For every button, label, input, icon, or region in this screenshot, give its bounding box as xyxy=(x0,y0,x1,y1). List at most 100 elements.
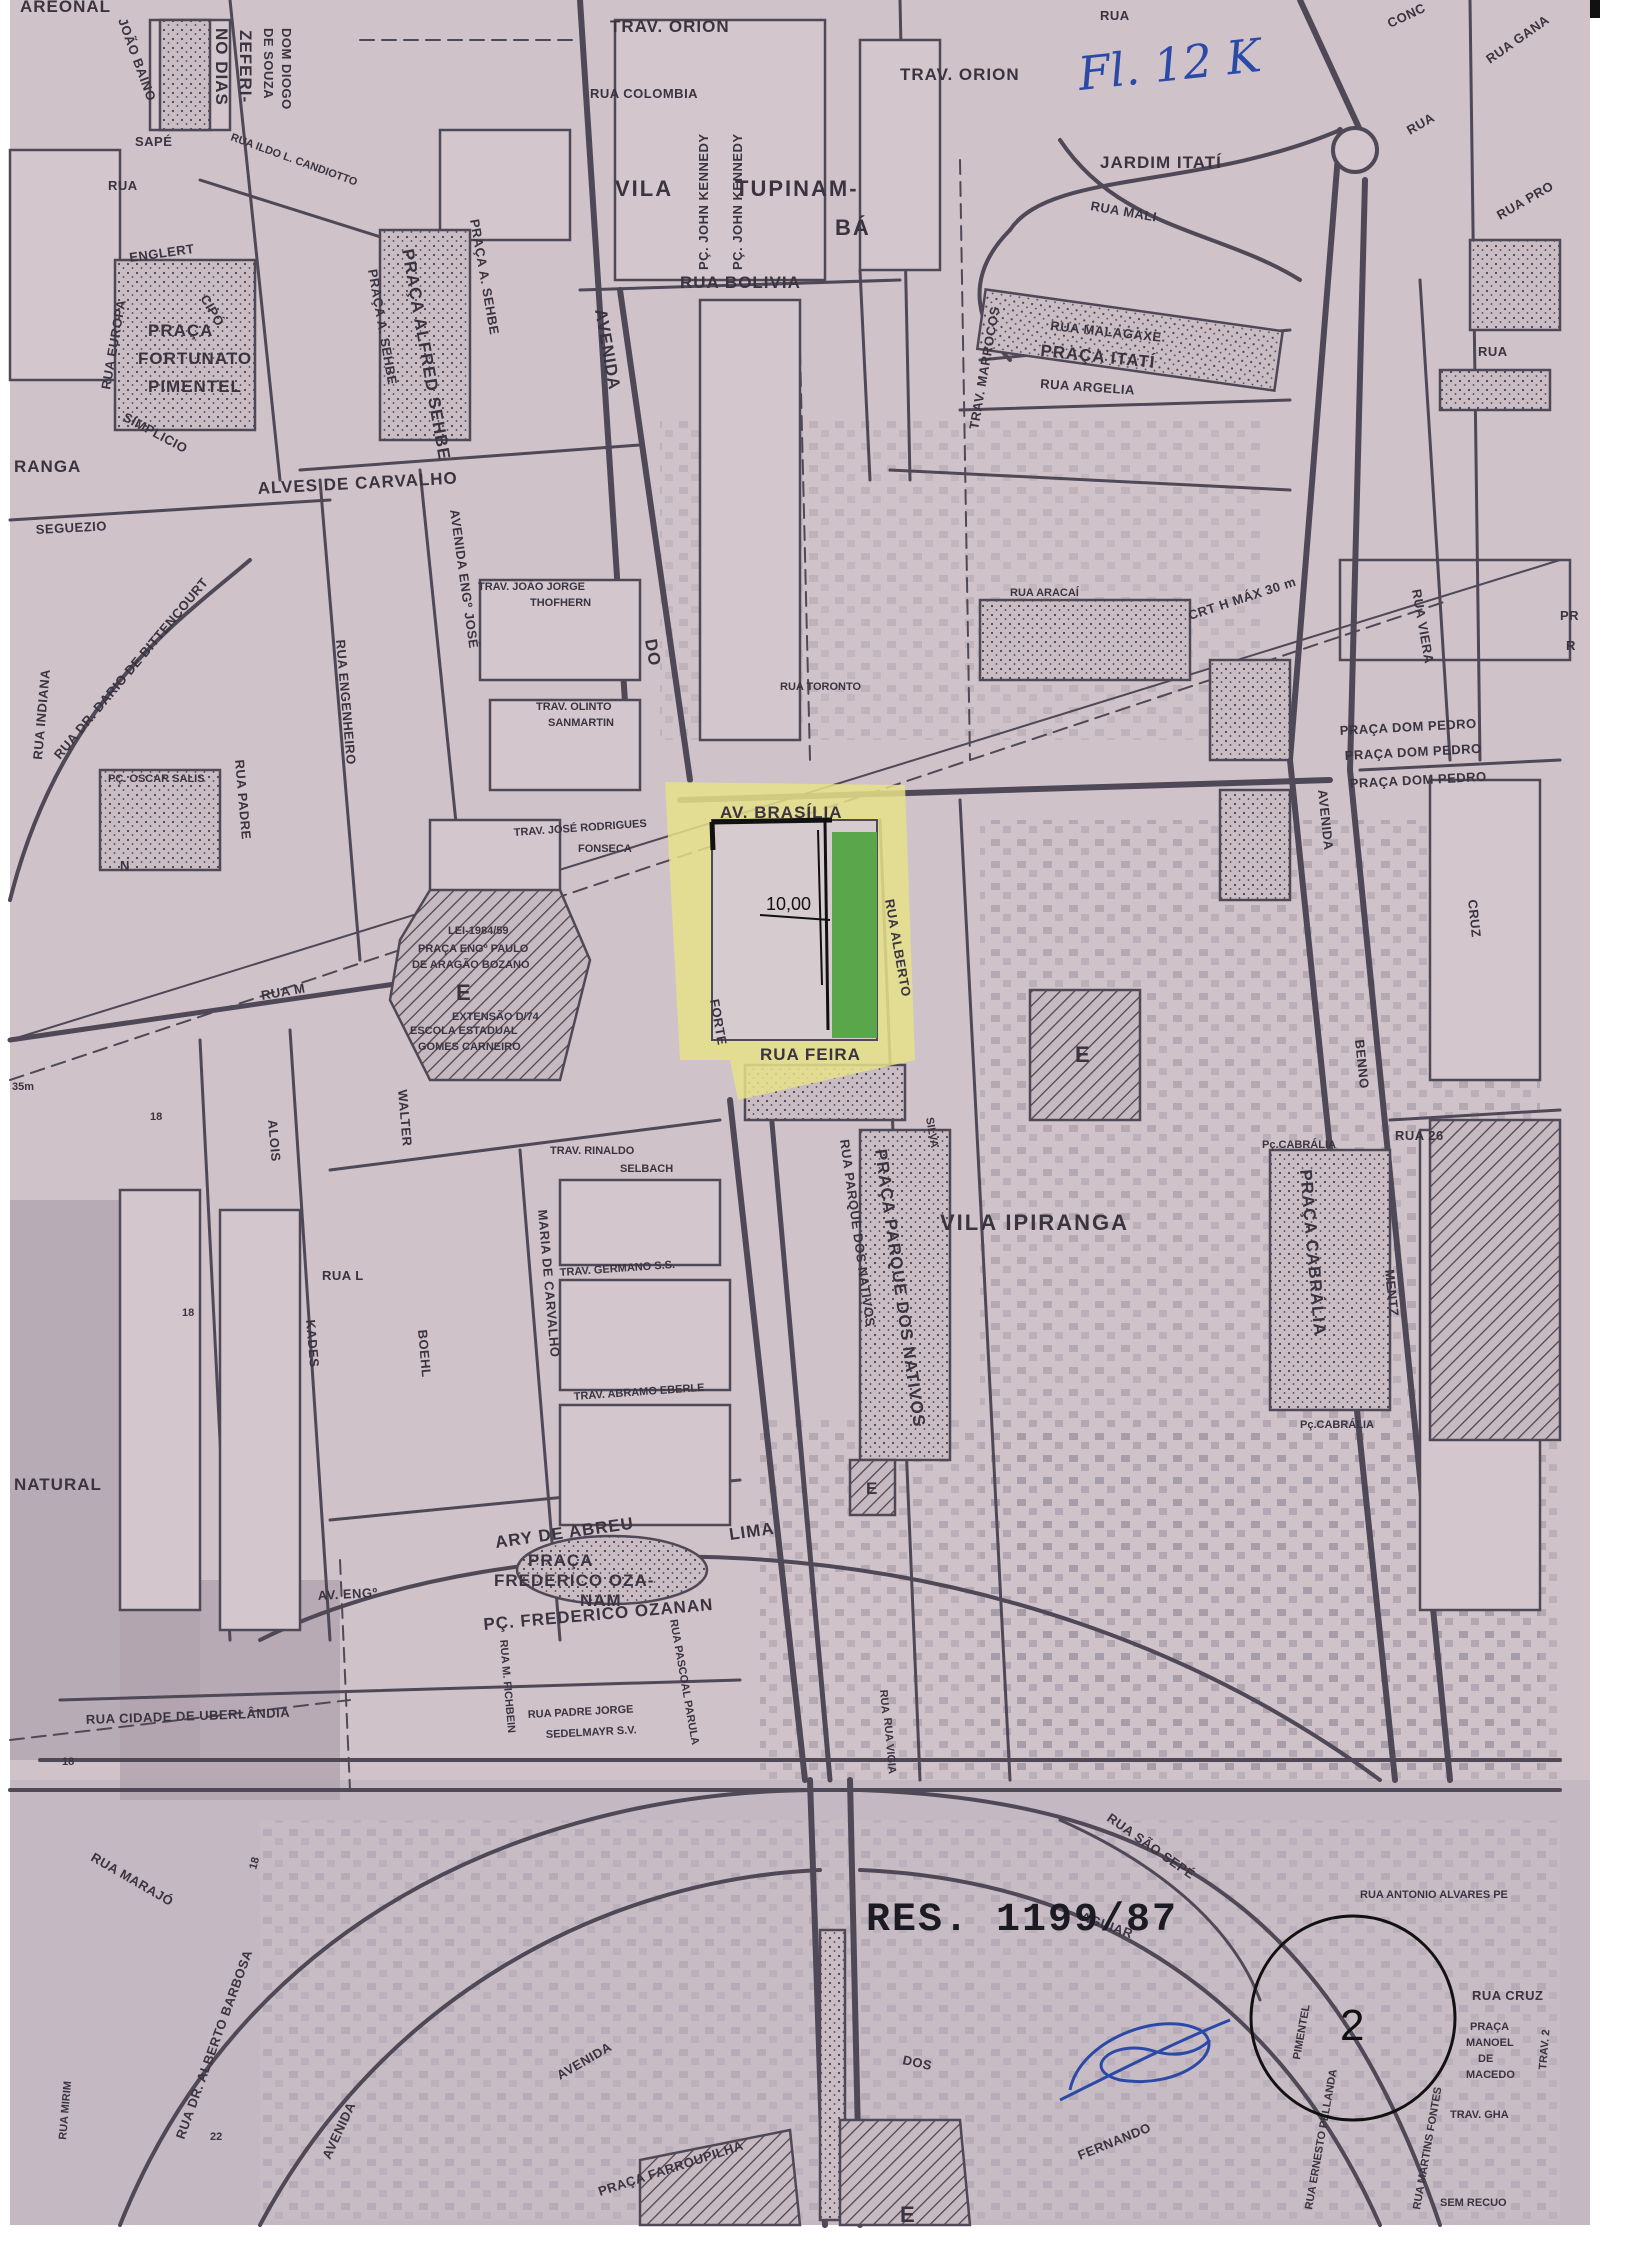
label-school-e-parque: E xyxy=(866,1479,878,1498)
praca-dom-pedro-park-2 xyxy=(1218,788,1292,902)
praca-cabralia-park xyxy=(1268,1148,1392,1412)
label-sanmartin: SANMARTIN xyxy=(548,717,614,729)
label-thofhern: THOFHERN xyxy=(530,597,591,609)
parcel-divider-line xyxy=(823,821,830,1031)
label-extensao: EXTENSÃO D/74 xyxy=(452,1010,540,1023)
label-kades: KADES xyxy=(303,1319,322,1368)
label-praca-manoel-1: PRAÇA xyxy=(1470,2021,1509,2033)
label-vila-ipiranga: VILA IPIRANGA xyxy=(940,1210,1129,1235)
label-avenida-benno: AVENIDA xyxy=(1315,789,1336,851)
label-rua-left: RUA xyxy=(108,178,138,193)
jardim-park xyxy=(1468,238,1562,332)
label-lei: LEI-1984/59 xyxy=(448,925,509,937)
parcel-left-boundary xyxy=(709,821,716,851)
label-sem-recuo: SEM RECUO xyxy=(1440,2197,1507,2209)
label-dom-diogo: DOM DIOGO xyxy=(279,28,294,110)
label-av-eng: AV. ENGº xyxy=(317,1585,378,1603)
roundabout xyxy=(1331,126,1379,174)
label-rua-colombia: RUA COLOMBIA xyxy=(590,86,698,101)
label-rua-vila: RUA xyxy=(877,1689,891,1714)
label-alois: ALOIS xyxy=(265,1119,284,1162)
label-rua-vigia: RUA VIGIA xyxy=(881,1717,898,1774)
praca-parque-dos-nativos xyxy=(858,1128,952,1462)
label-fonseca: FONSECA xyxy=(578,843,632,855)
label-sape: SAPÉ xyxy=(135,134,172,149)
label-praca-manoel-3: DE xyxy=(1478,2053,1493,2065)
label-rua-n: N xyxy=(120,858,130,873)
pc-oscar-salis-park xyxy=(98,768,222,872)
label-num-22: 22 xyxy=(210,2131,222,2143)
label-cruz: CRUZ xyxy=(1465,899,1484,938)
label-praca-manoel-4: MACEDO xyxy=(1466,2069,1515,2081)
label-school-e-ipiranga: E xyxy=(1075,1042,1092,1067)
escola-gomes-carneiro xyxy=(388,888,592,1082)
label-tupinamba: TUPINAM- xyxy=(735,176,859,201)
label-mentz: MENTZ xyxy=(1382,1269,1402,1318)
school-area-bottom xyxy=(838,2118,972,2227)
resolution-label: RES. 1199/87 xyxy=(866,1898,1178,1943)
label-rua-26: RUA 26 xyxy=(1395,1128,1444,1143)
label-r: R xyxy=(1566,638,1576,653)
label-rua-argelia: RUA ARGELIA xyxy=(1040,376,1136,398)
dimension-line xyxy=(759,914,831,921)
highlighted-parcel: 10,00 xyxy=(665,782,915,1100)
label-rua-padre-jorge: RUA PADRE JORGE xyxy=(528,1703,634,1721)
label-rua-cruz: RUA CRUZ xyxy=(1472,1988,1543,2003)
label-av-brasilia: AV. BRASÍLIA xyxy=(720,803,843,822)
label-rua-cidade-de-uberlandia: RUA CIDADE DE UBERLÂNDIA xyxy=(86,1705,291,1727)
label-gomes-carneiro: GOMES CARNEIRO xyxy=(418,1041,521,1053)
green-area xyxy=(832,832,877,1038)
label-num-18-a: 18 xyxy=(150,1111,162,1123)
label-pc-cabralia-1: Pç.CABRÁLIA xyxy=(1262,1138,1336,1151)
label-praca-manoel-2: MANOEL xyxy=(1466,2037,1514,2049)
label-school-e: E xyxy=(456,980,473,1005)
label-rua-bolivia: RUA BOLIVIA xyxy=(680,273,801,292)
label-de-souza: DE SOUZA xyxy=(261,28,276,99)
signature xyxy=(1059,2018,1231,2102)
label-praca-eng-paulo: PRAÇA ENGº PAULO xyxy=(418,943,529,955)
label-silva: SILVA xyxy=(923,1116,940,1148)
school-areas xyxy=(388,888,1562,2227)
label-rua-toronto: RUA TORONTO xyxy=(780,681,862,693)
label-praca-dom-pedro-3: PRAÇA DOM PEDRO xyxy=(1349,769,1487,791)
praca-dom-pedro-park-1 xyxy=(1208,658,1292,762)
label-school-e-bottom: E xyxy=(900,2202,917,2227)
east-strip-park xyxy=(1438,368,1552,412)
label-pr: PR xyxy=(1560,608,1579,623)
label-praca-frederico-1: PRAÇA xyxy=(528,1551,593,1570)
label-sedelmayr: SEDELMAYR S.V. xyxy=(546,1724,637,1741)
parks xyxy=(98,18,1562,2222)
school-area-vila-ipiranga xyxy=(1028,988,1142,1122)
school-area-east xyxy=(1428,1118,1562,1442)
label-seguezio: SEGUEZIO xyxy=(35,518,107,537)
label-dos: DOS xyxy=(901,2052,933,2073)
label-pc-john-kennedy-1: PÇ. JOHN KENNEDY xyxy=(696,133,711,270)
label-rua-feira: RUA FEIRA xyxy=(760,1045,861,1064)
label-selbach: SELBACH xyxy=(620,1163,673,1175)
label-praca-frederico-2: FREDERICO OZA- xyxy=(494,1571,654,1590)
label-de-aragao: DE ARAGÃO BOZANO xyxy=(412,958,530,971)
sheet-number-circle xyxy=(1249,1914,1457,2122)
school-area-parque xyxy=(848,1458,897,1517)
label-rua-right: RUA xyxy=(1478,344,1508,359)
label-areonal: AREONAL xyxy=(20,0,111,16)
label-num-35: 35m xyxy=(12,1081,34,1093)
label-vila: VILA xyxy=(615,176,673,201)
label-praca-dom-pedro-1: PRAÇA DOM PEDRO xyxy=(1339,716,1477,738)
label-praca-fortunato-1: PRAÇA xyxy=(148,321,213,340)
parcel-top-boundary xyxy=(711,817,833,825)
label-praca-fortunato-3: PIMENTEL xyxy=(148,377,242,396)
label-praca-dom-pedro-2: PRAÇA DOM PEDRO xyxy=(1344,741,1482,763)
label-praca-frederico-3: NAM xyxy=(580,1591,622,1610)
label-num-18-d: 18 xyxy=(247,1856,262,1871)
black-border-right xyxy=(1590,0,1600,18)
praca-itati-park xyxy=(975,288,1285,392)
north-strip-park xyxy=(158,18,212,132)
label-ranga: RANGA xyxy=(14,457,81,476)
dimension-label: 10,00 xyxy=(766,894,811,914)
label-benno: BENNO xyxy=(1352,1039,1372,1090)
farroupilha-area xyxy=(638,2128,802,2227)
praca-frederico-ozanam xyxy=(515,1534,709,1606)
label-trav-joao-jorge: TRAV. JOÃO JORGE xyxy=(478,580,585,593)
